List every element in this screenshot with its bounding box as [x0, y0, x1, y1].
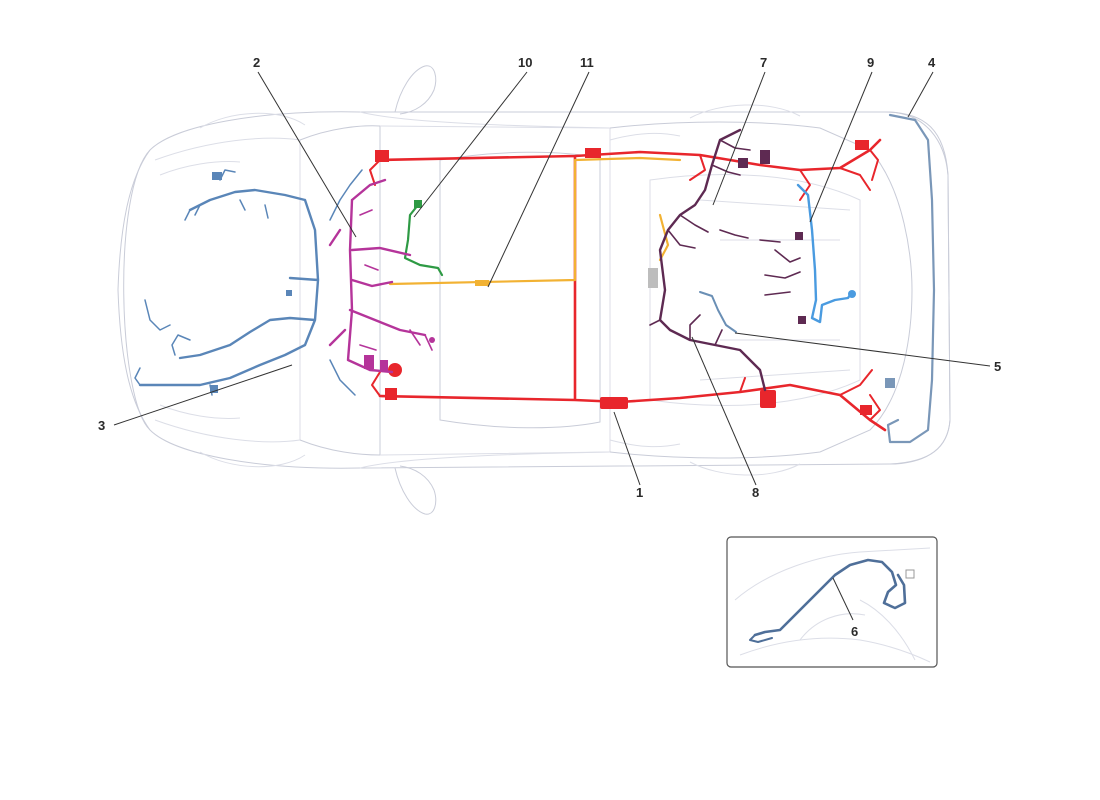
callout-10: 10 [518, 55, 532, 70]
harness-11-yellow [388, 156, 682, 286]
harness-4-rear-bumper [885, 113, 936, 444]
harness-5-engine [648, 268, 737, 333]
callout-8: 8 [752, 485, 759, 500]
harness-9-blue [796, 183, 856, 324]
harness-3-front [134, 169, 363, 396]
callout-3: 3 [98, 418, 105, 433]
callout-leaders [113, 71, 991, 486]
callout-1: 1 [636, 485, 643, 500]
callout-labels: 2 10 11 7 9 4 5 3 1 8 [98, 55, 1001, 500]
callout-6: 6 [851, 624, 858, 639]
harness-10-green [403, 200, 444, 277]
harness-1-main [369, 138, 887, 432]
harness-2-dashboard [328, 178, 435, 374]
detail-inset-6: 6 [726, 536, 938, 668]
callout-2: 2 [253, 55, 260, 70]
callout-11: 11 [580, 55, 594, 70]
callout-9: 9 [867, 55, 874, 70]
harness-7-8-engine-bay [649, 128, 806, 392]
car-body-outline [117, 65, 951, 515]
callout-5: 5 [994, 359, 1001, 374]
callout-7: 7 [760, 55, 767, 70]
callout-4: 4 [928, 55, 936, 70]
